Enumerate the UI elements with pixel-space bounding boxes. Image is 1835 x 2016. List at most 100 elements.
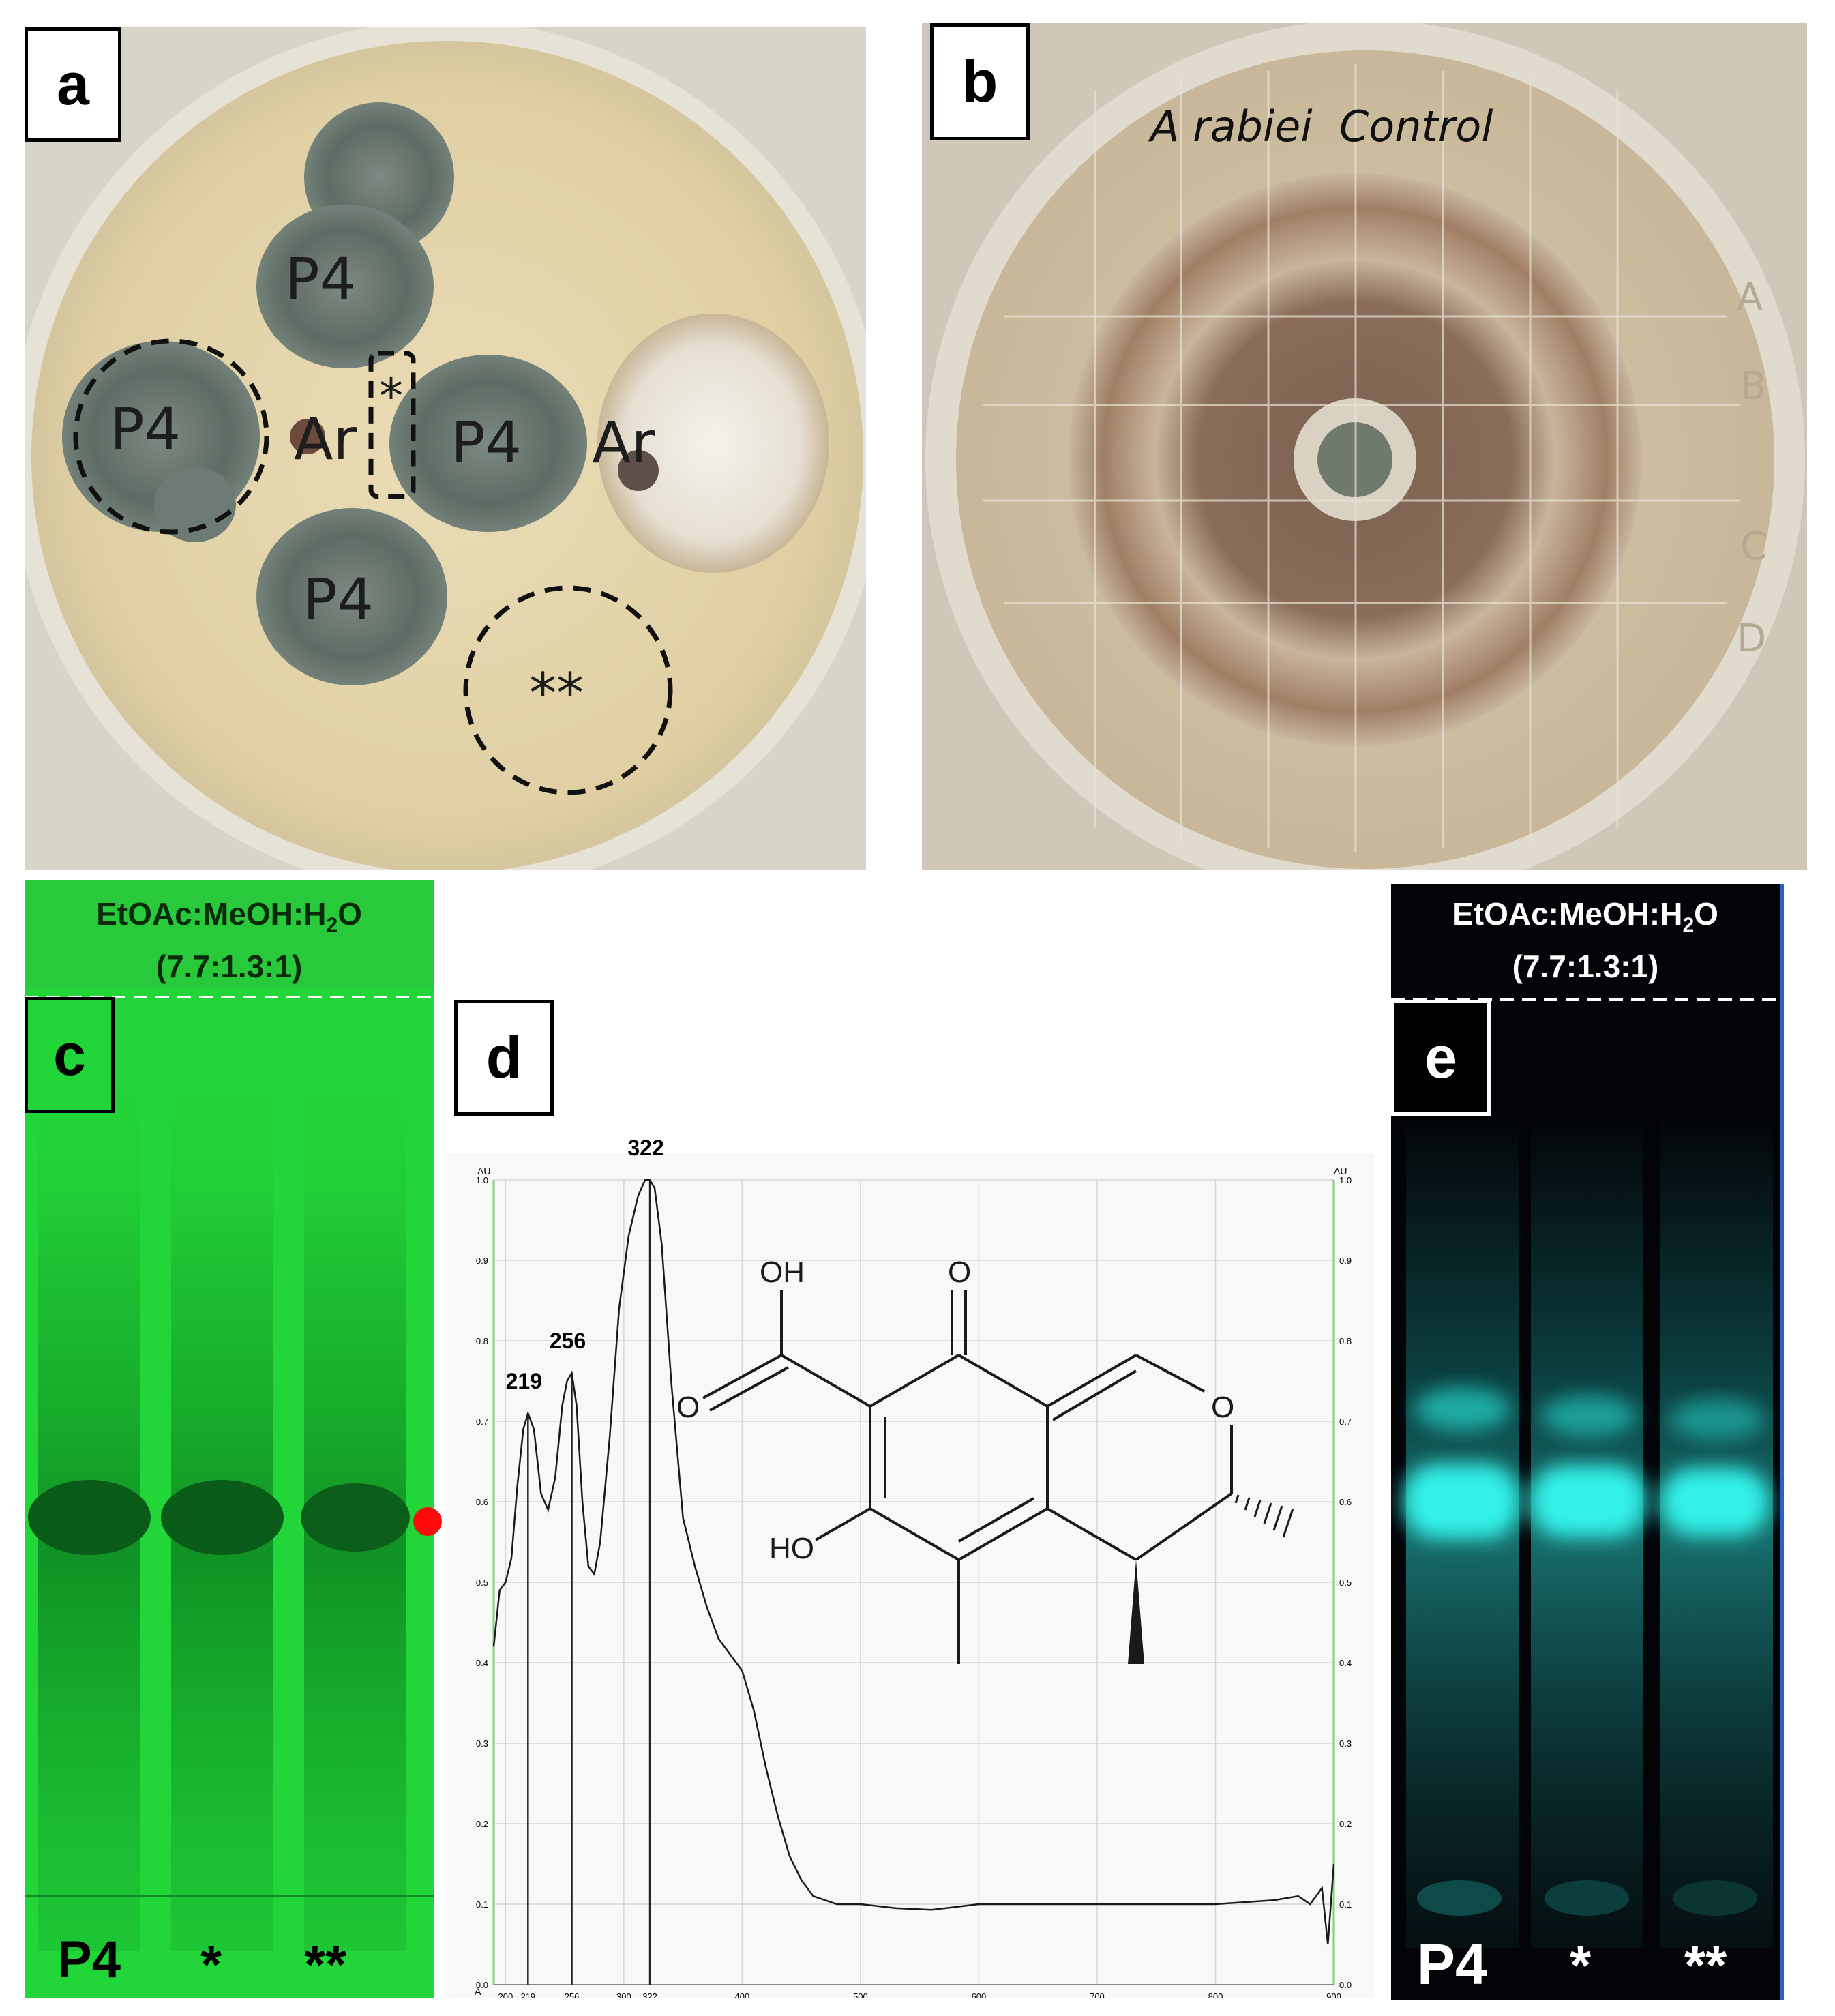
y-tick-label-left: 0.8 [476, 1336, 488, 1346]
y-tick-label-left: 0.9 [476, 1256, 488, 1266]
y-tick-label-right: 0.9 [1339, 1256, 1352, 1266]
label-ho: HO [769, 1532, 814, 1565]
y-tick-label-right: 0.2 [1339, 1819, 1352, 1829]
x-tick-label: 900 [1326, 1991, 1341, 1998]
peak-label: 322 [627, 1136, 663, 1160]
dashed-box-single-star [368, 351, 416, 499]
label-p4-bottom: P4 [303, 566, 374, 633]
p4-colony-bottom [256, 508, 447, 685]
hash-bond [1234, 1494, 1294, 1538]
panel-letter-b: b [930, 23, 1030, 140]
petri-dish-a [25, 27, 866, 870]
chart-background [447, 1153, 1375, 1998]
petri-dish-b [925, 23, 1805, 870]
y-tick-label-left: 0.6 [476, 1497, 488, 1507]
solvent-system-c: EtOAc:MeOH:H2O (7.7:1.3:1) [96, 896, 362, 985]
x-tick-label: 219 [520, 1991, 535, 1998]
y-tick-label-right: 1.0 [1339, 1175, 1352, 1185]
label-double-star: ** [529, 662, 584, 725]
x-tick-label: 200 [498, 1991, 513, 1998]
control-caption: A rabiei Control [1150, 102, 1493, 151]
y-tick-label-right: 0.4 [1339, 1658, 1352, 1668]
tlc-plate-green [25, 880, 434, 1951]
y-tick-label-left: 0.1 [476, 1899, 488, 1910]
dashed-circle-double-star [463, 585, 673, 795]
label-single-star: * [379, 368, 403, 424]
dashed-circle-left [73, 338, 269, 535]
y-tick-label-right: 0.3 [1339, 1738, 1352, 1749]
grid-letter-d: D [1737, 617, 1767, 661]
grid-letter-a: A [1737, 276, 1763, 320]
y-tick-label-left: 0.0 [476, 1980, 488, 1990]
ar-colony-center [290, 419, 325, 454]
x-tick-label: 300 [616, 1991, 631, 1998]
x-tick-label: 322 [642, 1991, 657, 1998]
y-tick-label-left: 0.3 [476, 1738, 488, 1749]
x-tick-label: 400 [735, 1991, 750, 1998]
label-p4-middle: P4 [451, 409, 522, 476]
panel-b: A rabiei Control A B C D b [922, 23, 1807, 870]
y-tick-label-left: 0.5 [476, 1577, 488, 1588]
ar-colony-right [597, 314, 829, 573]
y-tick-label-left: 1.0 [476, 1175, 488, 1185]
label-ring-o: O [1211, 1391, 1234, 1424]
solvent-system-e: EtOAc:MeOH:H2O (7.7:1.3:1) [1452, 896, 1718, 985]
label-ketone-o: O [948, 1256, 971, 1289]
x-tick-label: 700 [1090, 1991, 1105, 1998]
band-double-star-e [1660, 1468, 1770, 1536]
peak-lines [527, 1180, 651, 1985]
lane-label-p4: P4 [57, 1931, 121, 1989]
peak-label: 256 [550, 1329, 586, 1353]
grid-lines [983, 64, 1740, 852]
y-tick-label-right: 0.5 [1339, 1577, 1352, 1588]
wedge-bond [1128, 1560, 1144, 1664]
label-p4-left: P4 [110, 396, 181, 462]
peak-label: 219 [506, 1369, 542, 1393]
rf-marker-dot [413, 1507, 442, 1536]
panel-letter-e: e [1391, 1000, 1491, 1116]
x-tick-label: 500 [853, 1991, 868, 1998]
y-tick-label-right: 0.8 [1339, 1336, 1352, 1346]
lane-label-double-star-e: ** [1684, 1935, 1727, 1996]
band-p4-e [1403, 1464, 1519, 1539]
y-tick-label-left: 0.2 [476, 1819, 488, 1829]
peak-labels: 219 256 322 [506, 1136, 664, 1393]
label-p4-top: P4 [285, 246, 357, 312]
x-axis-marker: A [475, 1986, 481, 1997]
grid-letter-c: C [1740, 524, 1767, 569]
panel-letter-d: d [454, 1000, 554, 1116]
y-axis-unit-right: AU [1334, 1166, 1347, 1176]
panel-letter-a: a [25, 27, 121, 142]
panel-c: EtOAc:MeOH:H2O (7.7:1.3:1) c P4 * ** [25, 880, 434, 1998]
y-axis-unit-left: AU [477, 1166, 490, 1176]
tlc-plate-uv [1391, 998, 1780, 1948]
y-tick-label-left: 0.7 [476, 1417, 488, 1427]
lane-label-p4-e: P4 [1417, 1932, 1487, 1996]
label-ar-right: Ar [592, 409, 655, 476]
panel-e: EtOAc:MeOH:H2O (7.7:1.3:1) e P4 * ** [1391, 884, 1784, 2000]
chart-axes [492, 1180, 1335, 1985]
x-tick-label: 800 [1208, 1991, 1223, 1998]
x-tick-label: 256 [565, 1991, 580, 1998]
label-acid-o: O [676, 1391, 700, 1424]
panel-letter-c: c [25, 997, 115, 1113]
p4-colony-middle [389, 355, 587, 532]
p4-colony-upper [256, 205, 434, 368]
y-tick-label-right: 0.0 [1339, 1980, 1352, 1990]
lane-label-single-star: * [200, 1934, 222, 1995]
spectrum-line [492, 1179, 1335, 1945]
y-tick-label-right: 0.6 [1339, 1497, 1352, 1507]
panel-a: P4 P4 Ar * P4 Ar P4 ** a [25, 27, 866, 870]
label-ar-center: Ar [294, 406, 357, 473]
band-double-star [301, 1483, 410, 1552]
y-tick-label-right: 0.7 [1339, 1417, 1352, 1427]
x-tick-label: 600 [972, 1991, 987, 1998]
label-oh: OH [760, 1256, 805, 1289]
band-single-star [161, 1480, 284, 1555]
band-p4 [28, 1480, 151, 1555]
y-tick-label-left: 0.4 [476, 1658, 488, 1668]
lane-label-single-star-e: * [1570, 1935, 1592, 1996]
